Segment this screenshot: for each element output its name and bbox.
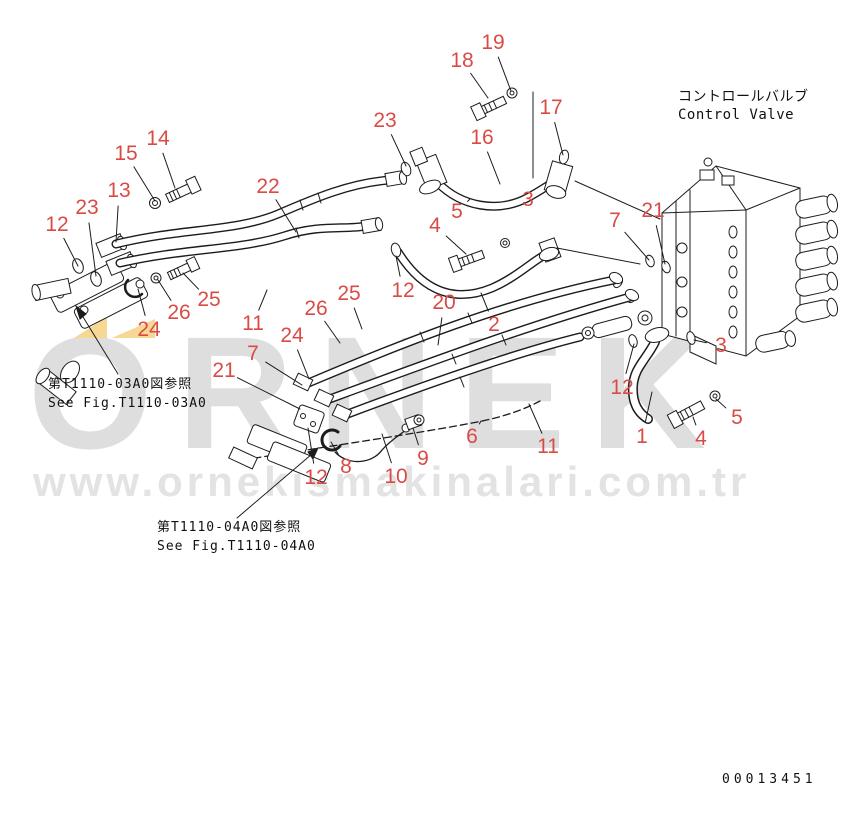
callout-3: 3 xyxy=(522,188,534,211)
callout-26: 26 xyxy=(304,297,328,320)
callout-15: 15 xyxy=(114,142,138,165)
callout-21: 21 xyxy=(641,199,665,222)
callout-18: 18 xyxy=(450,49,474,72)
callout-24: 24 xyxy=(137,318,161,341)
callout-23: 23 xyxy=(75,196,99,219)
watermark-brand-text: ORNEK xyxy=(28,303,731,482)
left-flange-assembly xyxy=(31,175,202,406)
callout-3: 3 xyxy=(715,334,727,357)
watermark-url-text: www.ornekismakinalari.com.tr xyxy=(33,458,751,505)
callout-2: 2 xyxy=(488,313,500,336)
callout-6: 6 xyxy=(466,425,478,448)
callout-1: 1 xyxy=(636,425,648,448)
callout-21: 21 xyxy=(212,359,236,382)
callout-5: 5 xyxy=(451,200,463,223)
callout-23: 23 xyxy=(373,109,397,132)
top-hose xyxy=(409,87,574,211)
callout-12: 12 xyxy=(610,376,634,399)
callout-13: 13 xyxy=(107,179,131,202)
callout-5: 5 xyxy=(731,406,743,429)
callout-19: 19 xyxy=(481,31,505,54)
see-fig-03a0-note: 第T1110-03A0図参照 See Fig.T1110-03A0 xyxy=(48,376,207,414)
see-fig-03a0-en: See Fig.T1110-03A0 xyxy=(48,395,207,411)
callout-11: 11 xyxy=(537,435,559,458)
callout-26: 26 xyxy=(167,301,191,324)
control-valve-title-en: Control Valve xyxy=(678,107,795,124)
callout-16: 16 xyxy=(470,126,494,149)
reference-arrows xyxy=(75,304,319,519)
see-fig-04a0-jp: 第T1110-04A0図参照 xyxy=(157,520,302,535)
callout-14: 14 xyxy=(146,127,170,150)
callout-25: 25 xyxy=(197,288,221,311)
callout-12: 12 xyxy=(391,279,415,302)
bottom-bracket-assembly xyxy=(228,404,425,483)
callout-4: 4 xyxy=(695,427,707,450)
callout-7: 7 xyxy=(609,209,621,232)
callout-9: 9 xyxy=(417,447,429,470)
callout-12: 12 xyxy=(304,466,328,489)
callout-24: 24 xyxy=(280,324,304,347)
callout-12: 12 xyxy=(45,213,69,236)
figure-number: 00013451 xyxy=(722,772,817,787)
upper-hoses xyxy=(111,161,412,268)
callout-leader-lines xyxy=(63,56,727,464)
curved-tube xyxy=(627,327,721,430)
callout-10: 10 xyxy=(384,465,408,488)
see-fig-04a0-en: See Fig.T1110-04A0 xyxy=(157,538,316,554)
control-valve-drawing xyxy=(574,157,839,365)
callout-11: 11 xyxy=(242,312,264,335)
callout-4: 4 xyxy=(429,214,441,237)
see-fig-04a0-note: 第T1110-04A0図参照 See Fig.T1110-04A0 xyxy=(157,519,316,557)
control-valve-title-jp: コントロールバルブ xyxy=(678,89,809,105)
callout-25: 25 xyxy=(337,282,361,305)
middle-hose xyxy=(390,237,671,299)
callout-8: 8 xyxy=(340,455,352,478)
callout-7: 7 xyxy=(247,342,259,365)
callout-22: 22 xyxy=(256,175,280,198)
callout-17: 17 xyxy=(539,96,563,119)
see-fig-03a0-jp: 第T1110-03A0図参照 xyxy=(48,377,193,392)
lower-hose-bundle xyxy=(242,271,653,461)
control-valve-title: コントロールバルブ Control Valve xyxy=(678,88,809,124)
callout-20: 20 xyxy=(432,291,456,314)
